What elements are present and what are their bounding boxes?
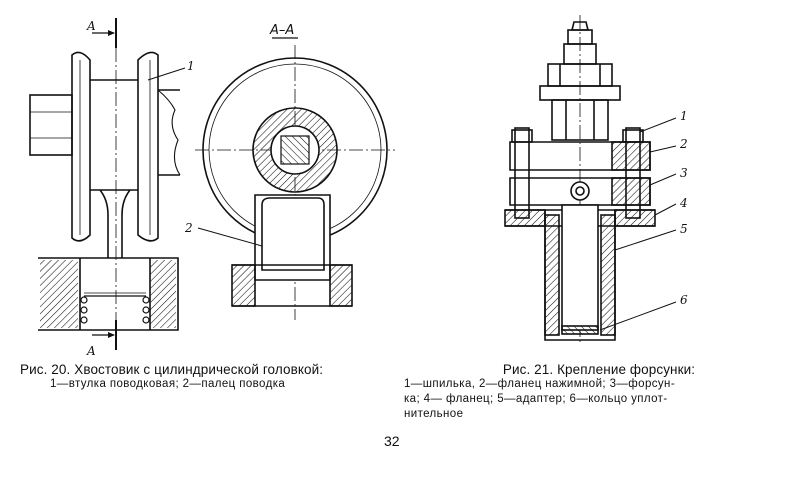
fig20-caption-legend: 1—втулка поводковая; 2—палец поводка bbox=[50, 378, 286, 390]
fig21-callout-5: 5 bbox=[680, 222, 688, 236]
fig21-caption-legend-line2: ка; 4— фланец; 5—адаптер; 6—кольцо уплот… bbox=[404, 393, 668, 405]
fig21-callout-4: 4 bbox=[679, 196, 688, 210]
fig20-section-mark-top: A bbox=[86, 19, 96, 33]
page-number: 32 bbox=[384, 433, 400, 449]
fig21-callout-2: 2 bbox=[679, 137, 688, 151]
fig20-caption: Рис. 20. Хвостовик с цилиндрической голо… bbox=[20, 362, 390, 392]
fig21-injector-assembly bbox=[504, 15, 677, 345]
fig20-section-title: A–A bbox=[269, 23, 294, 38]
fig20-section-view bbox=[195, 37, 395, 320]
fig20-side-view bbox=[29, 18, 186, 350]
fig20-callout-1: 1 bbox=[187, 59, 195, 73]
fig21-callout-1: 1 bbox=[680, 109, 688, 123]
fig21-caption-title: Рис. 21. Крепление форсунки: bbox=[502, 362, 696, 377]
fig20-section-mark-bottom: A bbox=[86, 344, 96, 358]
fig21-callout-6: 6 bbox=[680, 293, 688, 307]
fig21-caption-legend-line1: 1—шпилька, 2—фланец нажимной; 3—форсун- bbox=[404, 378, 676, 390]
fig21-caption: Рис. 21. Крепление форсунки: 1—шпилька, … bbox=[404, 362, 784, 422]
fig21-caption-legend-line3: нительное bbox=[404, 408, 464, 420]
fig20-caption-title: Рис. 20. Хвостовик с цилиндрической голо… bbox=[20, 362, 324, 377]
fig20-callout-2: 2 bbox=[184, 221, 193, 235]
fig21-callout-3: 3 bbox=[680, 166, 688, 180]
